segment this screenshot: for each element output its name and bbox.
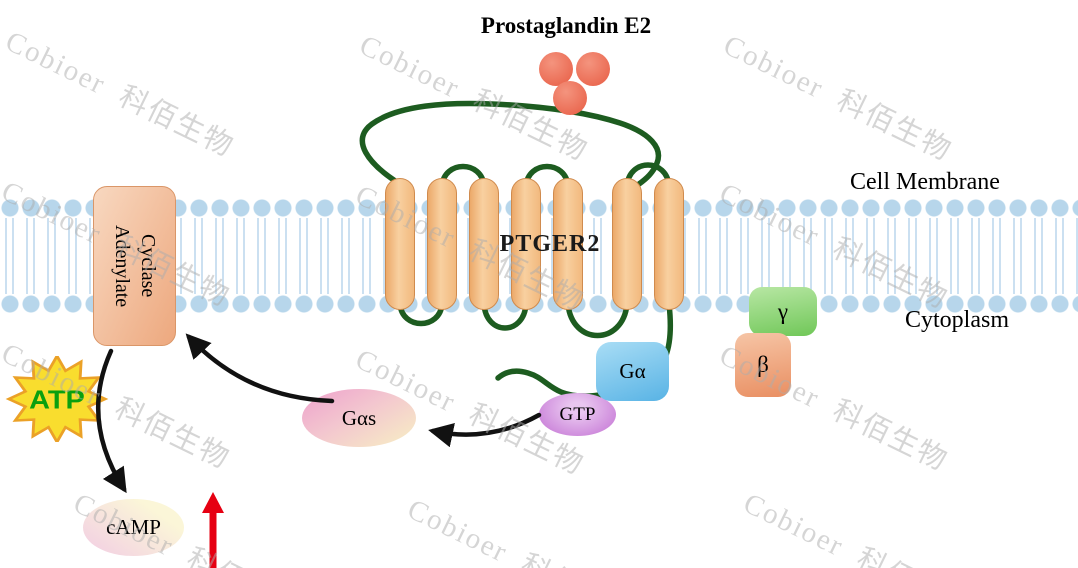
pge2-molecule — [576, 52, 610, 86]
gamma-subunit: γ — [749, 287, 817, 336]
watermark: Cobioer 科佰生物 — [0, 25, 240, 164]
beta-subunit: β — [735, 333, 791, 397]
atp-starburst: ATP — [5, 356, 109, 442]
arrow-gas-to-adenylate-cyclase — [185, 333, 335, 404]
watermark: Cobioer 科佰生物 — [402, 493, 642, 568]
receptor-helix-2 — [427, 178, 457, 310]
cytoplasm-label: Cytoplasm — [905, 307, 1010, 333]
watermark: Cobioer 科佰生物 — [738, 487, 978, 568]
gtp-molecule: GTP — [539, 393, 616, 436]
g-alpha-subunit: Gα — [596, 342, 669, 401]
receptor-helix-1 — [385, 178, 415, 310]
arrow-gtp-to-gas — [428, 412, 542, 448]
camp-increase-arrow — [202, 492, 224, 568]
pge2-molecule — [553, 81, 587, 115]
receptor-label: PTGER2 — [499, 231, 601, 257]
camp-molecule: cAMP — [83, 499, 184, 556]
diagram-title: Prostaglandin E2 — [480, 13, 652, 38]
receptor-helix-5 — [553, 178, 583, 310]
adenylate-cyclase: Adenylate Cyclase — [93, 186, 176, 346]
pge2-molecule — [539, 52, 573, 86]
cell-membrane-label: Cell Membrane — [850, 169, 1000, 195]
n-terminus-loop — [359, 100, 662, 187]
adenylate-cyclase-label-line2: Cyclase — [137, 234, 159, 298]
receptor-helix-7 — [654, 178, 684, 310]
gas-protein: Gαs — [302, 389, 416, 447]
star-shape — [5, 356, 109, 442]
adenylate-cyclase-label-line1: Adenylate — [111, 224, 133, 308]
watermark: Cobioer 科佰生物 — [718, 29, 958, 168]
atp-label: ATP — [29, 385, 85, 414]
